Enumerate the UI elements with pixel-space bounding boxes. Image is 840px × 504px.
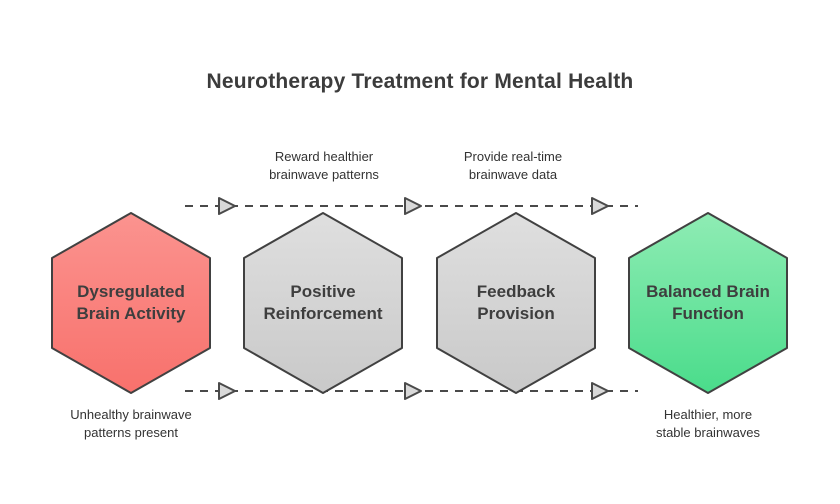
arrowhead-icon: [218, 382, 236, 400]
flow-line-bottom: [185, 382, 638, 400]
hexagon-label-balanced: Balanced Brain Function: [646, 281, 770, 323]
flow-line-top: [185, 197, 638, 215]
page-title: Neurotherapy Treatment for Mental Health: [206, 70, 634, 93]
hexagon-label-feedback: Feedback Provision: [476, 281, 556, 323]
arrowhead-icon: [591, 197, 609, 215]
flow-label-healthier-stable: Healthier, more stable brainwaves: [655, 407, 761, 440]
arrowhead-icon: [404, 382, 422, 400]
hexagon-balanced-brain-function: [628, 212, 788, 394]
hexagon-positive-reinforcement: [243, 212, 403, 394]
arrowhead-icon: [591, 382, 609, 400]
arrowhead-icon: [404, 197, 422, 215]
flow-label-unhealthy-patterns: Unhealthy brainwave patterns present: [70, 407, 192, 440]
hexagon-label-dysregulated: Dysregulated Brain Activity: [76, 281, 186, 323]
flow-label-reward-healthier: Reward healthier brainwave patterns: [269, 149, 379, 182]
flow-label-provide-realtime: Provide real-time brainwave data: [463, 149, 563, 182]
hexagon-label-positive: Positive Reinforcement: [263, 281, 383, 323]
hexagon-feedback-provision: [436, 212, 596, 394]
hexagon-dysregulated-brain-activity: [51, 212, 211, 394]
arrowhead-icon: [218, 197, 236, 215]
